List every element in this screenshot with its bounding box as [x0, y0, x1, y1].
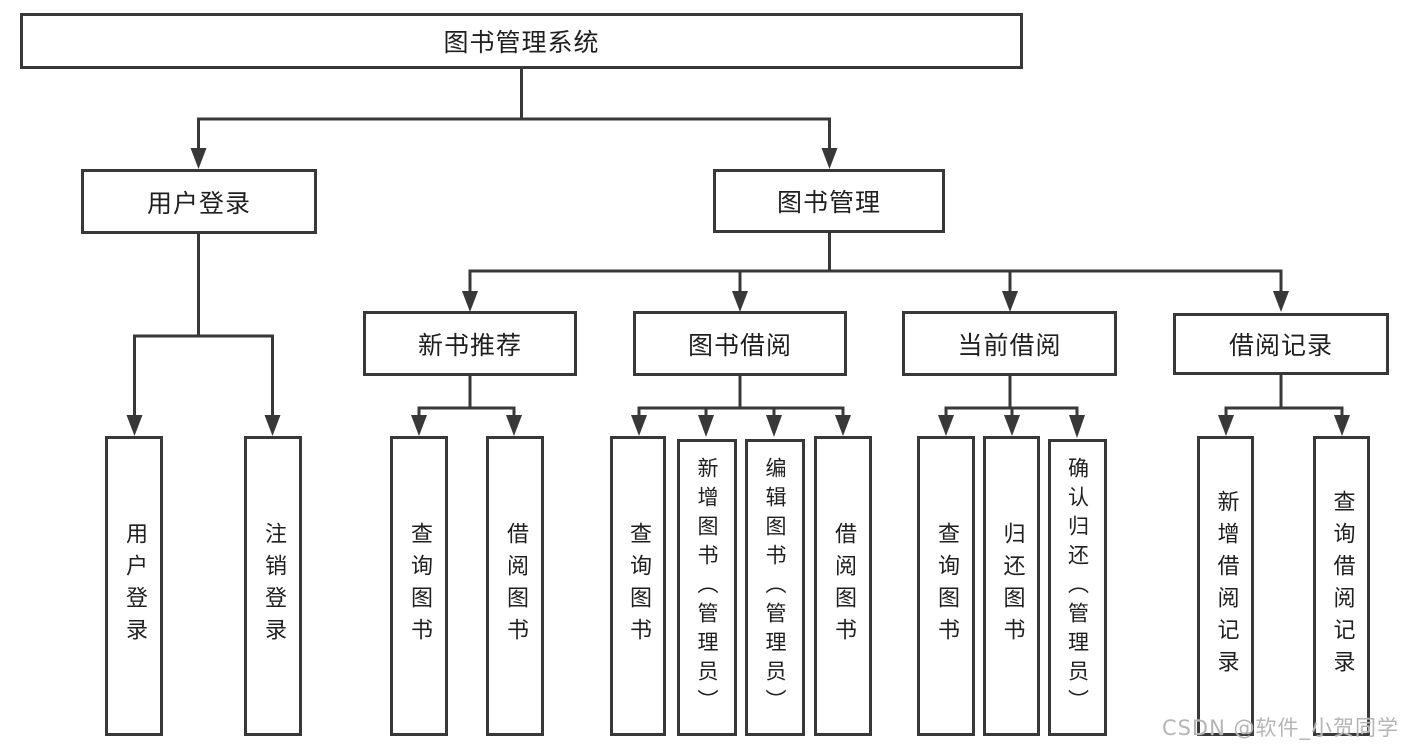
watermark: CSDN @软件_小贺同学 — [1161, 716, 1399, 740]
node-new-book-recommend: 新书推荐 — [363, 311, 577, 376]
leaf-query-books-current: 查询图书 — [917, 436, 975, 736]
leaf-add-books-admin-label: 新增图书（管理员） — [695, 457, 719, 718]
leaf-query-books-borrow-label: 查询图书 — [626, 522, 651, 650]
node-book-borrow: 图书借阅 — [633, 311, 847, 376]
node-book-borrow-label: 图书借阅 — [687, 330, 792, 360]
leaf-borrow-books-recommend: 借阅图书 — [486, 436, 544, 736]
leaf-borrow-books-recommend-label: 借阅图书 — [503, 522, 528, 650]
leaf-borrow-books-borrow-label: 借阅图书 — [831, 522, 856, 650]
leaf-user-login-label: 用户登录 — [122, 522, 147, 650]
leaf-return-books: 归还图书 — [983, 436, 1040, 736]
node-new-book-recommend-label: 新书推荐 — [417, 330, 522, 360]
node-current-borrow: 当前借阅 — [902, 311, 1117, 376]
leaf-user-login: 用户登录 — [105, 436, 163, 736]
leaf-query-books-borrow: 查询图书 — [610, 436, 666, 736]
leaf-edit-books-admin-label: 编辑图书（管理员） — [763, 457, 787, 718]
node-book-management-label: 图书管理 — [776, 188, 881, 217]
leaf-confirm-return-admin: 确认归还（管理员） — [1048, 439, 1107, 736]
node-user-login: 用户登录 — [81, 169, 317, 234]
leaf-query-books-current-label: 查询图书 — [934, 522, 959, 650]
leaf-edit-books-admin: 编辑图书（管理员） — [745, 439, 805, 736]
node-book-management: 图书管理 — [713, 169, 945, 233]
node-borrow-records: 借阅记录 — [1173, 313, 1389, 375]
leaf-logout: 注销登录 — [244, 436, 302, 736]
node-current-borrow-label: 当前借阅 — [957, 330, 1062, 360]
leaf-query-borrow-record: 查询借阅记录 — [1313, 436, 1370, 736]
node-borrow-records-label: 借阅记录 — [1228, 331, 1333, 360]
leaf-query-borrow-record-label: 查询借阅记录 — [1329, 490, 1355, 682]
leaf-query-books-recommend: 查询图书 — [390, 436, 448, 736]
leaf-logout-label: 注销登录 — [261, 522, 286, 650]
leaf-query-books-recommend-label: 查询图书 — [407, 522, 432, 650]
leaf-confirm-return-admin-label: 确认归还（管理员） — [1065, 457, 1090, 718]
node-root-label: 图书管理系统 — [443, 28, 600, 57]
node-root: 图书管理系统 — [20, 13, 1023, 69]
leaf-add-borrow-record: 新增借阅记录 — [1197, 436, 1254, 736]
leaf-return-books-label: 归还图书 — [999, 522, 1025, 650]
leaf-borrow-books-borrow: 借阅图书 — [814, 436, 872, 736]
leaf-add-books-admin: 新增图书（管理员） — [677, 439, 737, 736]
leaf-add-borrow-record-label: 新增借阅记录 — [1213, 490, 1239, 682]
node-user-login-label: 用户登录 — [146, 188, 251, 218]
